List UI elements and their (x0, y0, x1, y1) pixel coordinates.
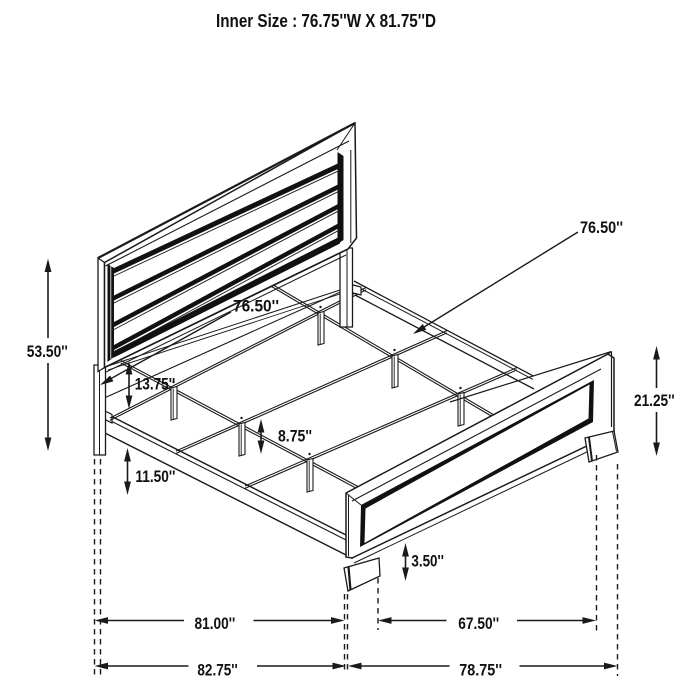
svg-text:13.75'': 13.75'' (135, 376, 176, 394)
svg-text:8.75'': 8.75'' (278, 428, 312, 446)
svg-text:Inner Size : 76.75''W X 81.75': Inner Size : 76.75''W X 81.75''D (216, 11, 436, 31)
svg-text:11.50'': 11.50'' (135, 468, 175, 486)
svg-text:76.50'': 76.50'' (580, 219, 623, 237)
svg-text:3.50'': 3.50'' (411, 552, 444, 570)
svg-text:21.25'': 21.25'' (634, 392, 675, 410)
svg-text:76.50'': 76.50'' (233, 298, 279, 316)
svg-text:82.75'': 82.75'' (197, 662, 237, 680)
svg-text:81.00'': 81.00'' (195, 615, 236, 633)
svg-text:67.50'': 67.50'' (458, 615, 499, 633)
svg-text:78.75'': 78.75'' (459, 662, 502, 680)
svg-text:53.50'': 53.50'' (27, 343, 68, 361)
